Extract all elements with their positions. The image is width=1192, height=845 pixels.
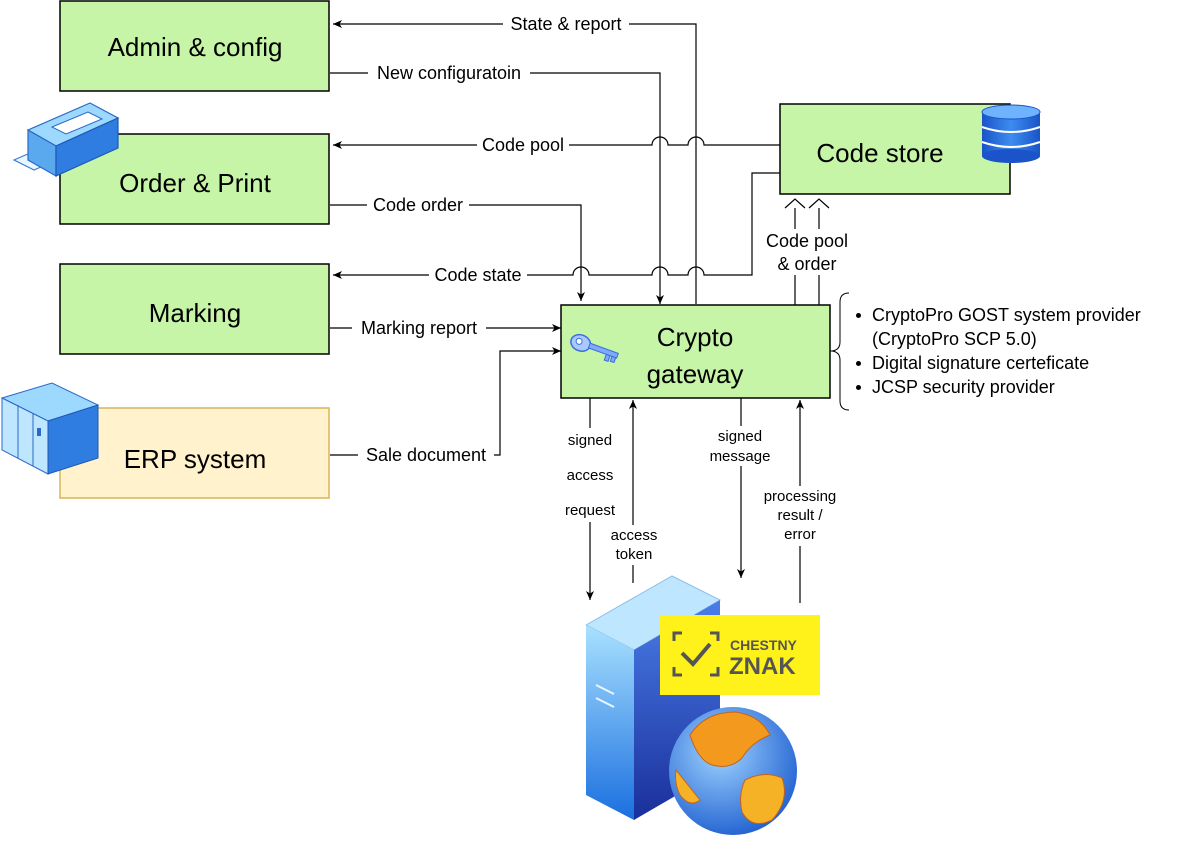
erp-system-box	[59, 407, 330, 499]
printer-icon	[12, 102, 120, 178]
key-icon	[570, 333, 619, 364]
label-sale-document: Sale document	[366, 445, 486, 465]
note-item-3: JCSP security provider	[852, 375, 1141, 399]
notes-brace	[831, 292, 850, 411]
label-signed-request-1: signed	[568, 432, 612, 449]
label-marking-report: Marking report	[361, 318, 477, 338]
logo-text-line1: CHESTNY	[730, 637, 798, 653]
code-store-box	[779, 103, 1011, 195]
erp-system-label: ERP system	[124, 444, 267, 474]
label-access-token-2: token	[616, 546, 653, 563]
label-signed-message-1: signed	[718, 428, 762, 445]
admin-config-label: Admin & config	[108, 32, 283, 62]
label-code-pool-order-1: Code pool	[766, 231, 848, 251]
label-processing-result-1: processing	[764, 488, 837, 505]
label-signed-request-3: request	[565, 502, 616, 519]
label-access-token-1: access	[611, 527, 658, 544]
label-processing-result-2: result /	[777, 507, 823, 524]
chestny-znak-logo: CHESTNY ZNAK	[660, 615, 820, 695]
erp-cabinet-icon	[0, 382, 100, 475]
note-item-2: Digital signature certeficate	[852, 351, 1141, 375]
label-code-order: Code order	[373, 195, 463, 215]
note-item-3-text: JCSP security provider	[872, 377, 1055, 397]
label-new-config: New configuratoin	[377, 63, 521, 83]
note-item-1: CryptoPro GOST system provider	[852, 303, 1141, 327]
open-arrowhead-right	[808, 198, 830, 209]
open-arrowhead-left	[784, 198, 806, 209]
note-item-1-line2: (CryptoPro SCP 5.0)	[872, 329, 1037, 349]
code-store-label: Code store	[816, 138, 943, 168]
gateway-notes: CryptoPro GOST system provider (CryptoPr…	[852, 303, 1141, 399]
edge-code-state	[333, 172, 780, 279]
note-item-2-text: Digital signature certeficate	[872, 353, 1090, 373]
label-signed-message-2: message	[710, 448, 771, 465]
marking-label: Marking	[149, 298, 241, 328]
globe-icon	[669, 707, 797, 835]
label-state-report: State & report	[510, 14, 621, 34]
label-code-pool: Code pool	[482, 135, 564, 155]
crypto-gateway-label-1: Crypto	[657, 322, 734, 352]
edge-code-pool	[333, 136, 780, 149]
edge-code-order	[330, 204, 585, 301]
label-code-pool-order-2: & order	[777, 254, 836, 274]
crypto-gateway-label-2: gateway	[647, 359, 744, 389]
label-signed-request-2: access	[567, 467, 614, 484]
label-processing-result-3: error	[784, 526, 816, 543]
label-code-state: Code state	[434, 265, 521, 285]
note-item-1-line1: CryptoPro GOST system provider	[872, 305, 1141, 325]
edge-sale-document	[330, 347, 561, 456]
marking-box	[59, 263, 330, 355]
order-print-label: Order & Print	[119, 168, 271, 198]
edge-state-report	[333, 20, 697, 304]
order-print-box	[59, 133, 330, 225]
database-icon	[981, 104, 1041, 163]
logo-text-line2: ZNAK	[729, 653, 796, 680]
admin-config-box	[59, 0, 330, 92]
edge-labels: State & report New configuratoin Code po…	[352, 13, 854, 565]
